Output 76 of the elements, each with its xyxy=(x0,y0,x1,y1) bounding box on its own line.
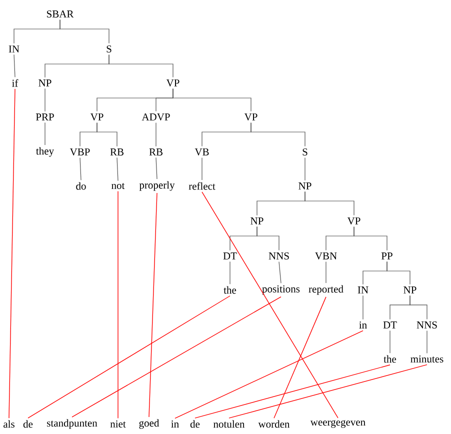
tree-label: VB xyxy=(194,148,209,156)
word-label: positions xyxy=(262,285,300,295)
tree-label: NP xyxy=(298,182,312,190)
tree-label: PRP xyxy=(36,114,54,120)
tree-label: NNS xyxy=(416,321,437,329)
tree-label: VP xyxy=(166,79,180,86)
tree-label: VBN xyxy=(315,252,337,260)
tree-label: VBP xyxy=(70,148,90,156)
tree-label: NP xyxy=(250,218,264,224)
alignment-line xyxy=(202,192,338,418)
tree-label: NNS xyxy=(268,252,289,260)
word-label: not xyxy=(112,182,125,189)
tree-branch xyxy=(304,191,354,216)
word-label: weergegeven xyxy=(310,420,366,428)
tree-branch xyxy=(44,122,46,146)
tree-label: NP xyxy=(404,286,416,294)
word-label: niet xyxy=(110,420,126,428)
tree-label: S xyxy=(302,148,308,156)
tree-branch xyxy=(44,88,46,112)
tree-branch xyxy=(116,157,118,182)
tree-branch xyxy=(362,295,364,320)
word-label: reported xyxy=(308,285,344,295)
word-label: properly xyxy=(139,181,175,191)
word-label: minutes xyxy=(410,355,444,363)
word-label: the xyxy=(384,355,396,363)
word-label: notulen xyxy=(214,420,245,428)
tree-label: VP xyxy=(347,217,360,224)
tree-branch xyxy=(250,122,306,147)
tree-branch xyxy=(96,122,118,147)
tree-label: RB xyxy=(149,148,162,156)
word-label: do xyxy=(76,182,86,190)
alignment-line xyxy=(148,192,158,418)
tree-label: DT xyxy=(223,252,237,260)
tree-label: SBAR xyxy=(47,10,74,18)
word-label: in xyxy=(171,420,179,428)
alignment-line xyxy=(228,364,428,418)
tree-branch xyxy=(426,330,428,354)
tree-branch xyxy=(354,226,388,251)
tree-label: IN xyxy=(8,46,20,52)
word-label: the xyxy=(224,286,236,294)
tree-label: S xyxy=(106,45,112,53)
tree-branch xyxy=(256,226,280,251)
word-label: they xyxy=(36,147,54,157)
word-label: goed xyxy=(139,419,160,429)
alignment-line xyxy=(72,296,282,418)
tree-branch xyxy=(14,54,16,78)
word-label: als xyxy=(4,420,14,428)
alignment-line xyxy=(194,364,390,418)
word-label: worden xyxy=(258,420,290,428)
alignment-line xyxy=(174,330,364,419)
word-label: standpunten xyxy=(47,419,98,429)
tree-branch xyxy=(278,261,282,284)
tree-label: DT xyxy=(383,322,397,328)
tree-label: PP xyxy=(381,252,392,260)
word-label: if xyxy=(12,79,18,87)
tree-branch xyxy=(80,157,82,180)
tree-label: RB xyxy=(110,148,124,156)
tree-branch xyxy=(108,54,174,78)
tree-branch xyxy=(386,261,410,285)
alignment-line xyxy=(274,296,326,418)
tree-label: IN xyxy=(358,286,368,294)
word-label: in xyxy=(359,322,367,328)
tree-branch xyxy=(60,19,110,44)
tree-label: ADVP xyxy=(142,113,170,121)
tree-branch xyxy=(172,88,252,112)
tree-label: VP xyxy=(90,113,104,120)
tree-label: VP xyxy=(244,113,258,120)
tree-branch xyxy=(410,295,428,320)
word-label: reflect xyxy=(188,182,216,190)
tree-branch xyxy=(156,157,158,180)
tree-label: NP xyxy=(38,80,52,86)
tree-branch xyxy=(304,157,306,181)
alignment-line xyxy=(28,296,230,418)
word-label: de xyxy=(190,420,200,428)
word-label: de xyxy=(23,420,33,428)
alignment-line xyxy=(8,88,16,418)
